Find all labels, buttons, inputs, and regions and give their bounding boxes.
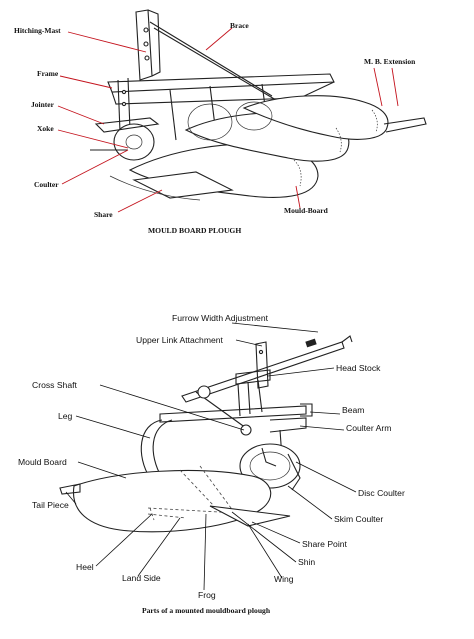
label-tail-piece: Tail Piece	[32, 500, 69, 510]
caption-mounted-mouldboard-plough: Parts of a mounted mouldboard plough	[142, 606, 271, 615]
label-coulter-arm: Coulter Arm	[346, 423, 391, 433]
label-furrow-width-adjustment: Furrow Width Adjustment	[172, 313, 269, 323]
label-mb-extension: M. B. Extension	[364, 57, 416, 66]
label-frame: Frame	[37, 69, 59, 78]
label-head-stock: Head Stock	[336, 363, 381, 373]
label-land-side: Land Side	[122, 573, 161, 583]
label-hitching-mast: Hitching-Mast	[14, 26, 61, 35]
label-share-point: Share Point	[302, 539, 348, 549]
label-upper-link-attachment: Upper Link Attachment	[136, 335, 224, 345]
mould-board-plough-drawing	[90, 9, 427, 201]
label-heel: Heel	[76, 562, 94, 572]
label-beam: Beam	[342, 405, 364, 415]
label-disc-coulter: Disc Coulter	[358, 488, 405, 498]
caption-mould-board-plough: MOULD BOARD PLOUGH	[148, 226, 241, 235]
label-coulter: Coulter	[34, 180, 59, 189]
label-cross-shaft: Cross Shaft	[32, 380, 78, 390]
label-wing: Wing	[274, 574, 294, 584]
label-xoke: Xoke	[37, 124, 54, 133]
mounted-plough-drawing	[59, 335, 353, 533]
diagram1-leader-lines	[57, 27, 399, 213]
label-share: Share	[94, 210, 113, 219]
label-leg: Leg	[58, 411, 73, 421]
label-frog: Frog	[198, 590, 216, 600]
label-jointer: Jointer	[31, 100, 55, 109]
label-skim-coulter: Skim Coulter	[334, 514, 383, 524]
label-mould-board: Mould-Board	[284, 206, 329, 215]
label-mould-board: Mould Board	[18, 457, 67, 467]
label-brace: Brace	[230, 21, 249, 30]
diagram1-labels: Hitching-Mast Brace Frame M. B. Extensio…	[14, 21, 416, 235]
diagram2-leader-lines	[65, 322, 357, 591]
label-shin: Shin	[298, 557, 315, 567]
diagram2-labels: Furrow Width Adjustment Upper Link Attac…	[18, 313, 405, 615]
